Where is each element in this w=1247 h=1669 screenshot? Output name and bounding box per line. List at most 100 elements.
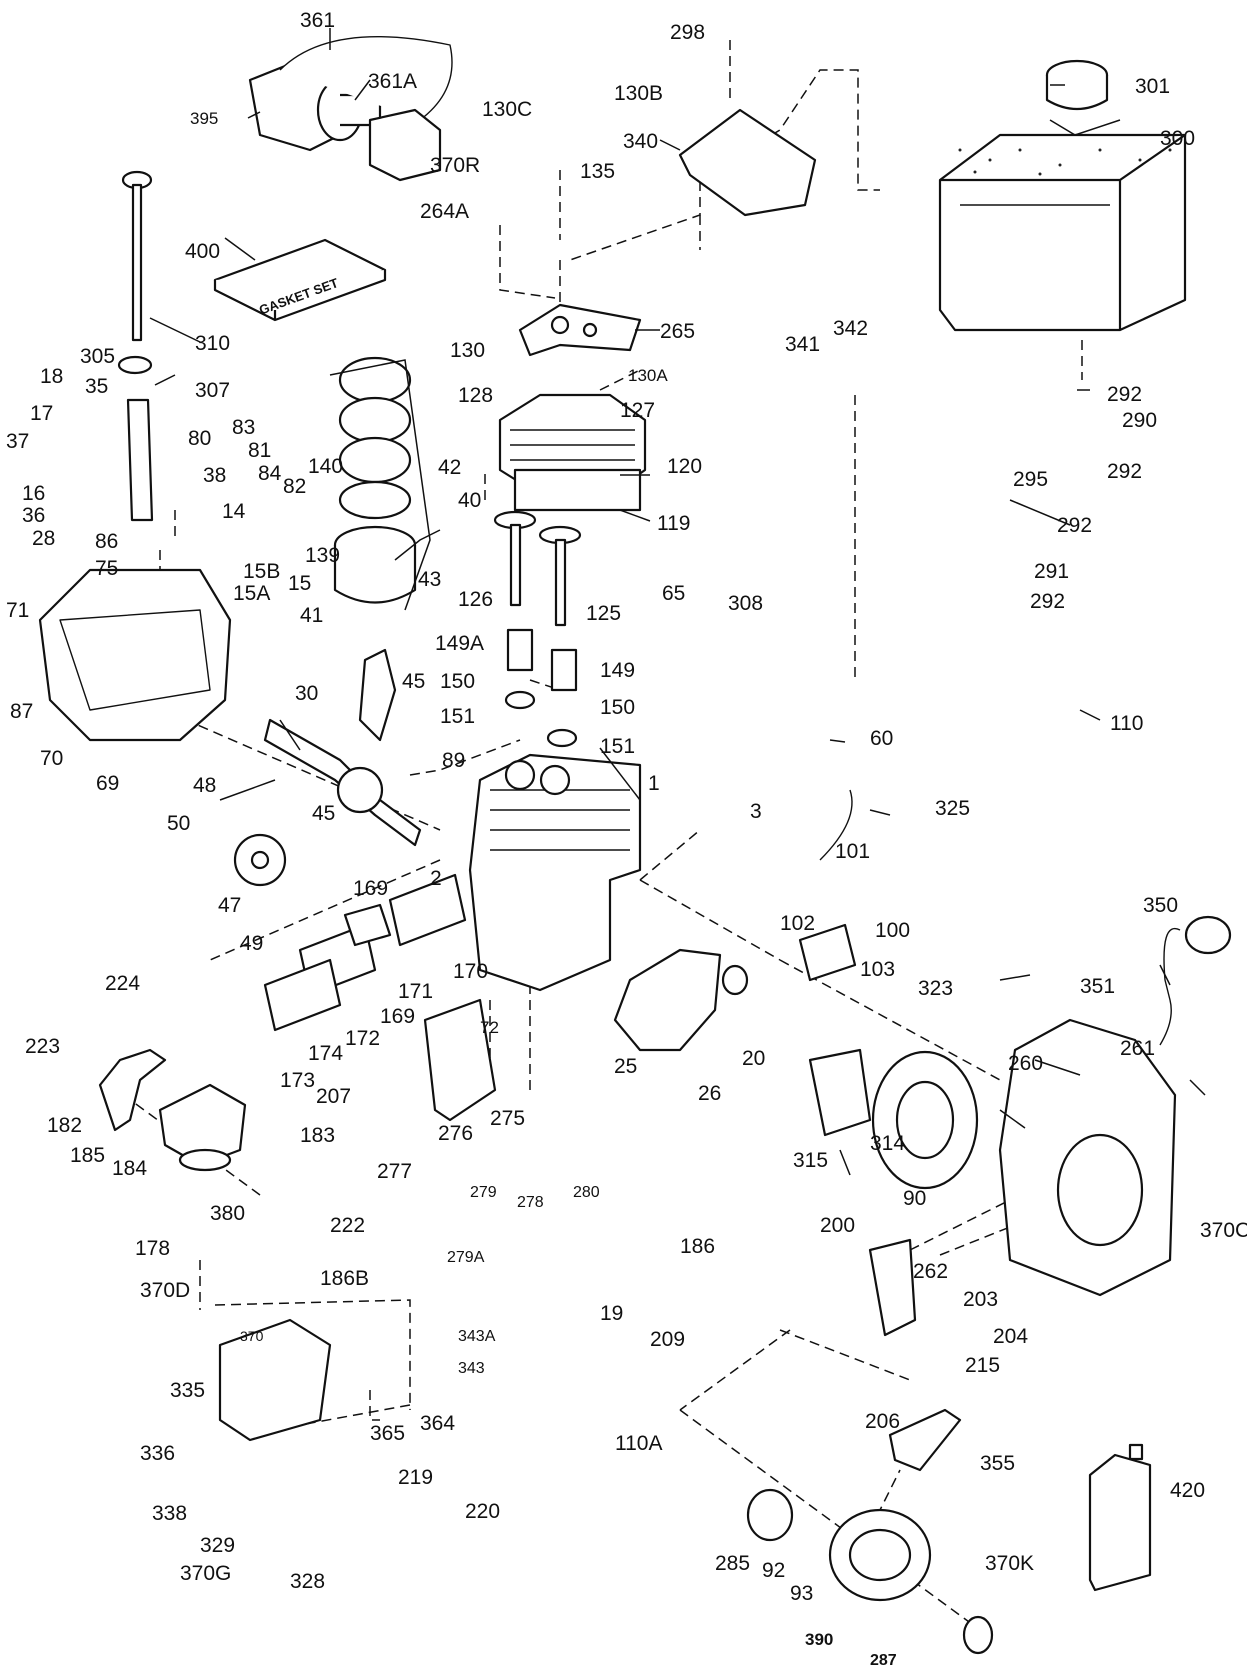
callout-350: 350 <box>1143 894 1178 917</box>
callout-75: 75 <box>95 557 118 580</box>
callout-341: 341 <box>785 333 820 356</box>
callout-60: 60 <box>870 727 893 750</box>
callout-224: 224 <box>105 972 140 995</box>
callout-292-c: 292 <box>1057 514 1092 537</box>
callout-300: 300 <box>1160 127 1195 150</box>
callout-370C: 370C <box>1200 1219 1247 1242</box>
callout-48: 48 <box>193 774 216 797</box>
starter-switch-box <box>368 108 442 182</box>
callout-276: 276 <box>438 1122 473 1145</box>
callout-390: 390 <box>805 1630 833 1649</box>
callout-135: 135 <box>580 160 615 183</box>
callout-169-a: 169 <box>353 877 388 900</box>
callout-86: 86 <box>95 530 118 553</box>
callout-18: 18 <box>40 365 63 388</box>
callout-139: 139 <box>305 544 340 567</box>
callout-328: 328 <box>290 1570 325 1593</box>
gasket-set-box <box>213 238 387 322</box>
callout-223: 223 <box>25 1035 60 1058</box>
callout-120: 120 <box>667 455 702 478</box>
callout-126: 126 <box>458 588 493 611</box>
callout-169-b: 169 <box>380 1005 415 1028</box>
callout-90: 90 <box>903 1187 926 1210</box>
callout-305: 305 <box>80 345 115 368</box>
callout-40: 40 <box>458 489 481 512</box>
muffler <box>423 998 497 1122</box>
governor-bracket <box>868 1238 917 1337</box>
callout-342: 342 <box>833 317 868 340</box>
callout-355: 355 <box>980 1452 1015 1475</box>
callout-43: 43 <box>418 568 441 591</box>
callout-45-b: 45 <box>312 802 335 825</box>
callout-119: 119 <box>657 512 690 535</box>
callout-370D: 370D <box>140 1279 190 1302</box>
callout-84: 84 <box>258 462 282 485</box>
callout-47: 47 <box>218 894 241 917</box>
callout-15: 15 <box>288 572 311 595</box>
primer-hose <box>1159 927 1181 1046</box>
callout-204: 204 <box>993 1325 1028 1348</box>
callout-38: 38 <box>203 464 226 487</box>
callout-220: 220 <box>465 1500 500 1523</box>
dipstick <box>121 170 153 342</box>
callout-171: 171 <box>398 980 433 1003</box>
recoil-starter <box>828 1508 932 1602</box>
callout-150-b: 150 <box>600 696 635 719</box>
callout-338: 338 <box>152 1502 187 1525</box>
callout-82: 82 <box>283 475 306 498</box>
valve-springs <box>504 628 578 748</box>
callout-365: 365 <box>370 1422 405 1445</box>
callout-279A: 279A <box>447 1249 485 1266</box>
callout-265: 265 <box>660 320 695 343</box>
callout-182: 182 <box>47 1114 82 1137</box>
callout-364: 364 <box>420 1412 455 1435</box>
fuel-tank-texture <box>958 148 1172 176</box>
callout-203: 203 <box>963 1288 998 1311</box>
callout-19: 19 <box>600 1302 623 1325</box>
callout-14: 14 <box>222 500 246 523</box>
callout-278: 278 <box>517 1194 544 1211</box>
callout-329: 329 <box>200 1534 235 1557</box>
callout-186B: 186B <box>320 1267 369 1290</box>
callout-130C: 130C <box>482 98 532 121</box>
callout-292-a: 292 <box>1107 383 1142 406</box>
callout-351: 351 <box>1080 975 1115 998</box>
callout-71: 71 <box>6 599 29 622</box>
callout-174: 174 <box>308 1042 343 1065</box>
callout-370G: 370G <box>180 1562 231 1585</box>
connecting-rod <box>358 648 397 742</box>
callout-260: 260 <box>1008 1052 1043 1075</box>
callout-370R: 370R <box>430 154 480 177</box>
callout-110A: 110A <box>615 1432 663 1455</box>
callout-70: 70 <box>40 747 63 770</box>
callout-292-b: 292 <box>1107 460 1142 483</box>
callout-261: 261 <box>1120 1037 1155 1060</box>
callout-80: 80 <box>188 427 211 450</box>
callout-262: 262 <box>913 1260 948 1283</box>
callout-49: 49 <box>240 932 263 955</box>
callout-41: 41 <box>300 604 323 627</box>
callout-92: 92 <box>762 1559 785 1582</box>
callout-420: 420 <box>1170 1479 1205 1502</box>
callout-200: 200 <box>820 1214 855 1237</box>
air-baffle <box>678 108 817 217</box>
callout-149: 149 <box>600 659 635 682</box>
callout-151-b: 151 <box>600 735 635 758</box>
callout-2: 2 <box>430 867 442 890</box>
oil-fill-tube <box>117 355 154 522</box>
callout-102: 102 <box>780 912 815 935</box>
callout-336: 336 <box>140 1442 175 1465</box>
callout-343: 343 <box>458 1360 485 1377</box>
cam-gear <box>233 833 287 887</box>
callout-17: 17 <box>30 402 53 425</box>
callout-310: 310 <box>195 332 230 355</box>
starter-motor <box>248 36 453 152</box>
callout-184: 184 <box>112 1157 147 1180</box>
callout-173: 173 <box>280 1069 315 1092</box>
carburetor <box>158 1083 247 1172</box>
oil-seal <box>721 964 749 996</box>
rectifier <box>798 789 857 982</box>
callout-labels: 361 361A 395 130C 298 130B 301 300 340 3… <box>6 9 1247 1669</box>
callout-215: 215 <box>965 1354 1000 1377</box>
